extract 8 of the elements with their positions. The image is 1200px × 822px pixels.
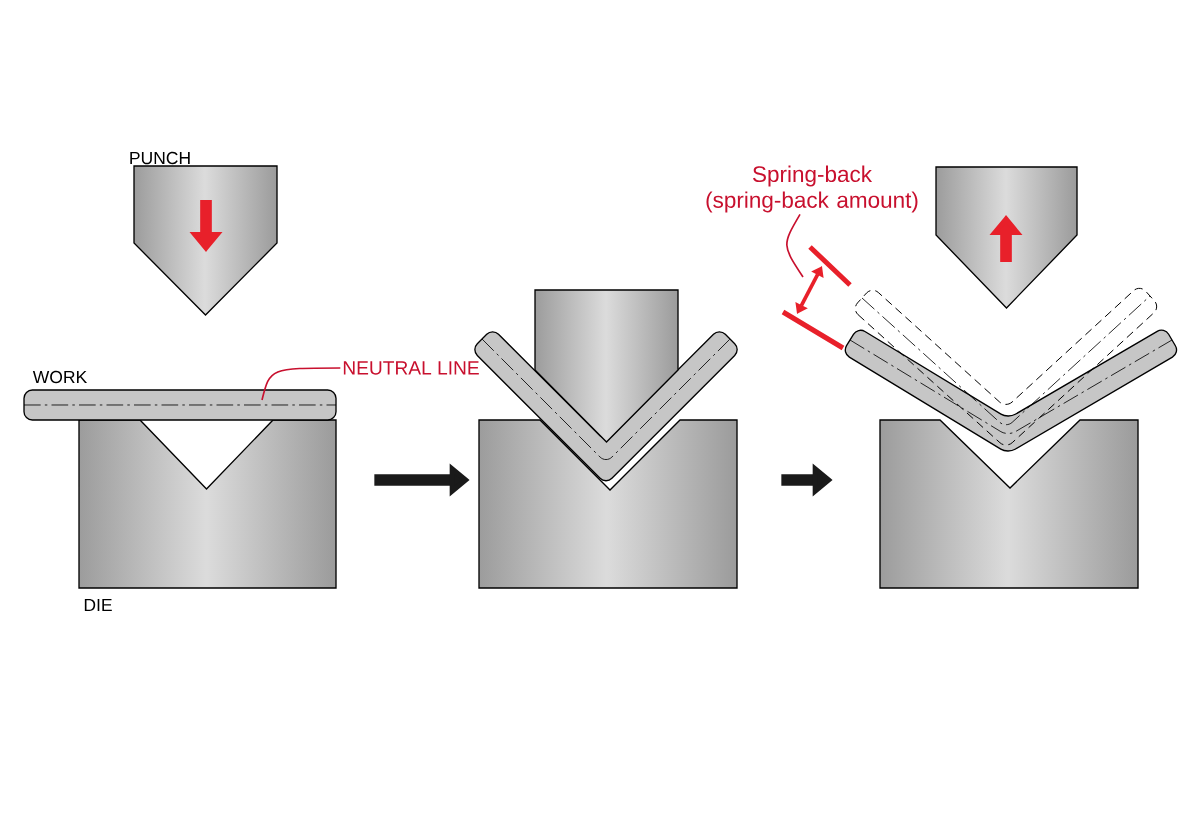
leader-line: [786, 213, 804, 278]
part-label: DIE: [84, 599, 112, 611]
part-label: PUNCH: [130, 151, 190, 165]
callout-text: Spring-back (spring-back amount): [706, 165, 918, 213]
part-label: WORK: [32, 370, 88, 384]
leader-line: [261, 367, 342, 401]
callout-text: NEUTRAL LINE: [343, 361, 479, 375]
press-brake-drawing: [23, 165, 337, 589]
